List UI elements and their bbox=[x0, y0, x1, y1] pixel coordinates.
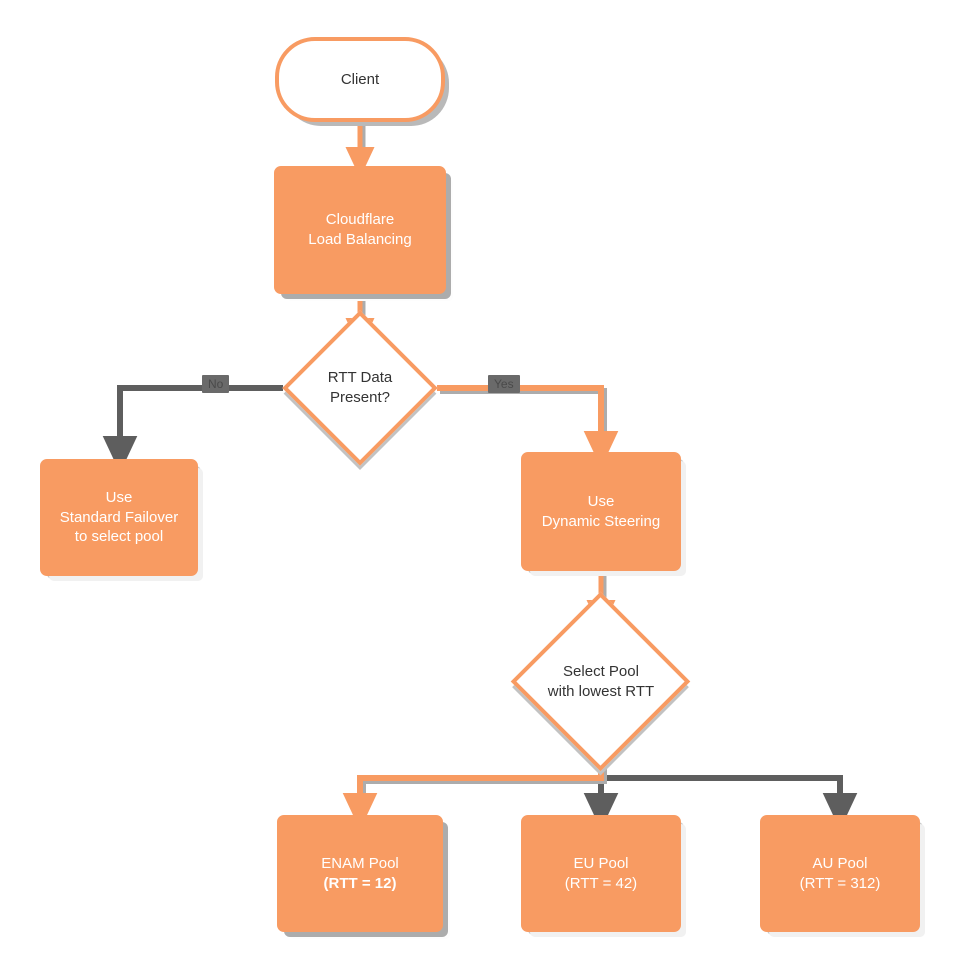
node-enam-line1: ENAM Pool bbox=[321, 854, 399, 872]
node-au-line1: AU Pool bbox=[812, 854, 868, 872]
node-au-pool[interactable]: AU Pool (RTT = 312) bbox=[760, 815, 920, 932]
node-eu-pool[interactable]: EU Pool (RTT = 42) bbox=[521, 815, 681, 932]
node-rtt-data-present-decision[interactable]: RTT Data Present? bbox=[282, 310, 438, 466]
edge-client-to-clb bbox=[345, 122, 375, 178]
node-standard-failover-label: Use Standard Failover to select pool bbox=[60, 488, 178, 547]
node-eu-line1: EU Pool bbox=[573, 854, 629, 872]
node-dynamic-line2: Dynamic Steering bbox=[541, 512, 661, 530]
node-clb-line1: Cloudflare bbox=[325, 211, 395, 229]
node-enam-pool-label: ENAM Pool (RTT = 12) bbox=[321, 854, 399, 894]
node-au-line2: (RTT = 312) bbox=[799, 874, 881, 892]
node-select-pool-decision[interactable]: Select Pool with lowest RTT bbox=[510, 591, 691, 772]
node-cloudflare-load-balancing-label: Cloudflare Load Balancing bbox=[308, 210, 411, 250]
node-failover-line1: Use bbox=[105, 488, 133, 506]
edge-label-yes: Yes bbox=[488, 375, 520, 393]
node-eu-pool-label: EU Pool (RTT = 42) bbox=[565, 854, 637, 894]
diamond-shape bbox=[282, 310, 438, 466]
edge-rttcheck-to-failover bbox=[102, 385, 283, 473]
node-dynamic-line1: Use bbox=[587, 492, 615, 510]
node-enam-line2: (RTT = 12) bbox=[323, 874, 397, 892]
node-clb-line2: Load Balancing bbox=[308, 231, 412, 248]
node-au-pool-label: AU Pool (RTT = 312) bbox=[800, 854, 881, 894]
node-standard-failover[interactable]: Use Standard Failover to select pool bbox=[40, 459, 198, 576]
edge-rttcheck-to-dynamic bbox=[437, 385, 619, 468]
node-dynamic-steering[interactable]: Use Dynamic Steering bbox=[521, 452, 681, 571]
node-eu-line2: (RTT = 42) bbox=[564, 874, 638, 892]
node-client-label: Client bbox=[340, 70, 380, 88]
node-cloudflare-load-balancing[interactable]: Cloudflare Load Balancing bbox=[274, 166, 446, 294]
node-enam-pool[interactable]: ENAM Pool (RTT = 12) bbox=[277, 815, 443, 932]
diamond-shape bbox=[510, 591, 691, 772]
node-failover-line3: to select pool bbox=[74, 528, 164, 546]
edge-select-to-enam bbox=[342, 745, 607, 830]
node-failover-line2: Standard Failover bbox=[59, 508, 179, 526]
edge-select-to-au bbox=[601, 775, 858, 830]
node-client[interactable]: Client bbox=[275, 37, 445, 122]
edge-label-no: No bbox=[202, 375, 230, 393]
node-dynamic-steering-label: Use Dynamic Steering bbox=[542, 492, 660, 532]
